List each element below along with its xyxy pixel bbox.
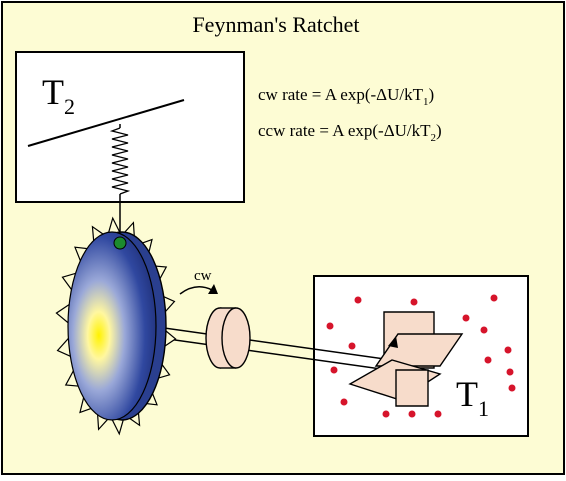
paddle-vanes-icon	[348, 311, 464, 407]
reservoir-label-cold: T1	[456, 374, 489, 421]
rotation-direction-label: cw	[194, 268, 212, 284]
diagram-title: Feynman's Ratchet	[192, 12, 359, 37]
vane-rotation-arrowhead	[388, 336, 398, 348]
reservoir-label-hot: T2	[42, 72, 75, 119]
flywheel-disc	[205, 307, 251, 369]
lever-arm	[27, 99, 185, 147]
curved-arrow-icon	[179, 286, 213, 295]
reservoir-box-hot	[15, 51, 245, 203]
curved-arrow-head	[208, 284, 218, 294]
ratchet-wheel-icon	[55, 216, 177, 436]
equation-cw-rate: cw rate = A exp(-ΔU/kT1)	[258, 85, 434, 108]
pivot-icon	[113, 236, 127, 250]
equation-ccw-rate: ccw rate = A exp(-ΔU/kT2)	[258, 121, 442, 144]
